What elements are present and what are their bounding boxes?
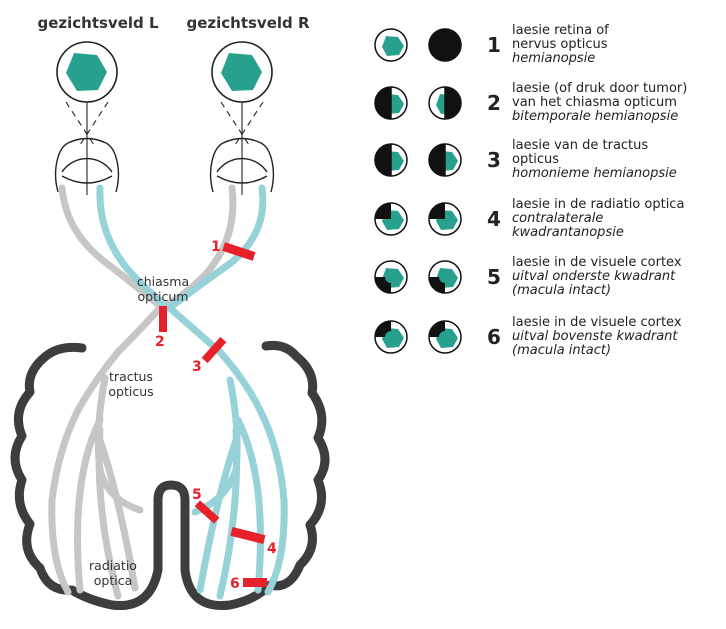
legend-6-number: 6 — [487, 325, 501, 349]
legend-5-italic-1: uitval onderste kwadrant — [512, 269, 676, 284]
legend-3-number: 3 — [487, 148, 501, 172]
left-visual-field — [57, 42, 117, 102]
legend-4-left-field-icon — [375, 203, 407, 235]
brain-midline — [158, 485, 185, 500]
legend-6-right-field-icon — [429, 321, 461, 353]
legend-6-line-1: laesie in de visuele cortex — [512, 315, 682, 330]
legend-3-right-field-icon — [429, 144, 461, 176]
legend-6-italic-1: uitval bovenste kwadrant — [512, 329, 678, 344]
legend-5-line-1: laesie in de visuele cortex — [512, 255, 682, 270]
right-field-header: gezichtsveld R — [186, 14, 310, 32]
legend-1-line-2: nervus opticus — [512, 37, 608, 52]
right-visual-field — [212, 42, 272, 102]
lesion-bar-6 — [243, 578, 267, 587]
legend-4-line-1: laesie in de radiatio optica — [512, 197, 684, 212]
legend-3-italic-1: homonieme hemianopsie — [512, 166, 677, 181]
legend-3-line-2: opticus — [512, 152, 559, 167]
radiatio-label-1: radiatio — [89, 558, 137, 573]
legend-2-left-field-icon — [375, 87, 407, 119]
legend-1-left-field-icon — [375, 29, 407, 61]
legend-2-italic-1: bitemporale hemianopsie — [512, 109, 678, 124]
lesion-bar-2 — [159, 306, 167, 332]
legend-4-italic-2: kwadrantanopsie — [512, 225, 624, 240]
tractus-label-1: tractus — [109, 369, 153, 384]
lesion-number-3: 3 — [192, 359, 202, 375]
legend-4-number: 4 — [487, 207, 501, 231]
legend-3-line-1: laesie van de tractus — [512, 138, 648, 153]
legend-5-italic-2: (macula intact) — [512, 283, 611, 298]
legend-6-left-field-icon — [375, 321, 407, 353]
legend-2-line-1: laesie (of druk door tumor) — [512, 81, 687, 96]
tractus-label-2: opticus — [108, 384, 153, 399]
legend-1-line-1: laesie retina of — [512, 23, 609, 38]
lesion-number-2: 2 — [155, 334, 165, 350]
legend-2-number: 2 — [487, 91, 501, 115]
legend-4-italic-1: contralaterale — [512, 211, 603, 226]
legend-5-number: 5 — [487, 265, 501, 289]
legend-1-italic-1: hemianopsie — [512, 51, 595, 66]
legend-1-number: 1 — [487, 33, 501, 57]
lesion-number-6: 6 — [230, 576, 240, 592]
legend-5-right-field-icon — [429, 261, 461, 293]
legend-3-left-field-icon — [375, 144, 407, 176]
chiasma-label-2: opticum — [138, 289, 189, 304]
legend-5-left-field-icon — [375, 261, 407, 293]
radiatio-label-2: optica — [94, 573, 133, 588]
chiasma-label-1: chiasma — [137, 274, 189, 289]
legend-4-right-field-icon — [429, 203, 461, 235]
lesion-number-5: 5 — [192, 487, 202, 503]
legend-2-right-field-icon — [429, 87, 461, 119]
lesion-number-4: 4 — [267, 541, 277, 557]
legend-1-right-field-icon — [429, 29, 461, 61]
left-field-header: gezichtsveld L — [37, 14, 159, 32]
sight-lines — [66, 102, 263, 195]
legend-2-line-2: van het chiasma opticum — [512, 95, 677, 110]
legend-6-italic-2: (macula intact) — [512, 343, 611, 358]
lesion-number-1: 1 — [211, 239, 221, 255]
